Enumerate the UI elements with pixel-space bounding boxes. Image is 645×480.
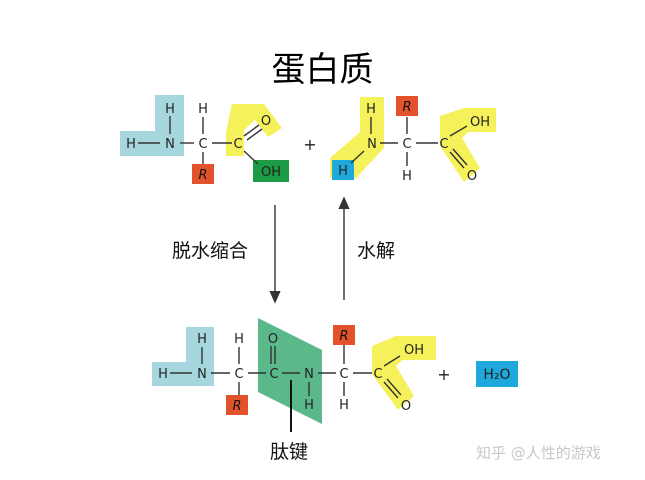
atom-o: O [467, 169, 477, 184]
atom-h: H [402, 169, 412, 184]
r-group-box [333, 325, 355, 345]
atom-oh: OH [261, 165, 281, 180]
dipeptide: H H N H C R O C N H R C H C OH O [152, 318, 436, 432]
atom-c: C [234, 367, 243, 382]
atom-h: H [158, 367, 168, 382]
condensation-label: 脱水缩合 [172, 240, 249, 262]
plus-sign: + [437, 365, 450, 384]
atom-h: H [126, 137, 136, 152]
atom-h: H [339, 398, 349, 413]
atom-n: N [304, 367, 314, 382]
atom-c: C [373, 367, 382, 382]
atom-o: O [261, 114, 271, 129]
carboxyl-highlight [372, 336, 436, 410]
atom-r: R [339, 329, 348, 344]
watermark: 知乎 @人性的游戏 [476, 444, 601, 462]
r-group-box [192, 164, 214, 184]
amino-group-highlight [152, 327, 214, 386]
hydroxyl-highlight [253, 160, 289, 182]
atom-r: R [198, 168, 207, 183]
atom-h: H [338, 164, 348, 179]
atom-h: H [234, 332, 244, 347]
atom-r: R [402, 100, 411, 115]
plus-sign: + [303, 135, 316, 154]
peptide-bond-label: 肽键 [270, 441, 309, 463]
carboxyl-highlight [226, 104, 282, 156]
atom-c: C [439, 137, 448, 152]
amino-acid-1: H H N H C C O OH R [120, 95, 289, 184]
water-box [476, 361, 518, 387]
atom-r: R [232, 399, 241, 414]
amino-acid-2: R H N H C H C OH O [330, 96, 496, 184]
r-group-box [226, 395, 248, 415]
atom-h: H [197, 332, 207, 347]
atom-c: C [233, 137, 242, 152]
hydrogen-highlight [332, 160, 354, 180]
atom-c: C [339, 367, 348, 382]
peptide-bond-highlight [258, 318, 322, 424]
water-label: H₂O [483, 367, 510, 383]
atom-h: H [198, 102, 208, 117]
r-group-box [396, 96, 418, 116]
atom-n: N [197, 367, 207, 382]
atom-c: C [269, 367, 278, 382]
hydrolysis-label: 水解 [357, 240, 396, 262]
atom-o: O [268, 332, 278, 347]
atom-h: H [165, 102, 175, 117]
amino-group-highlight [120, 95, 184, 156]
atom-o: O [401, 399, 411, 414]
atom-oh: OH [404, 343, 424, 358]
page-title: 蛋白质 [271, 50, 374, 90]
carboxyl-highlight [440, 108, 496, 182]
atom-c: C [198, 137, 207, 152]
atom-h: H [366, 102, 376, 117]
atom-n: N [367, 137, 377, 152]
atom-oh: OH [470, 115, 490, 130]
atom-h: H [304, 398, 314, 413]
atom-n: N [165, 137, 175, 152]
atom-c: C [402, 137, 411, 152]
